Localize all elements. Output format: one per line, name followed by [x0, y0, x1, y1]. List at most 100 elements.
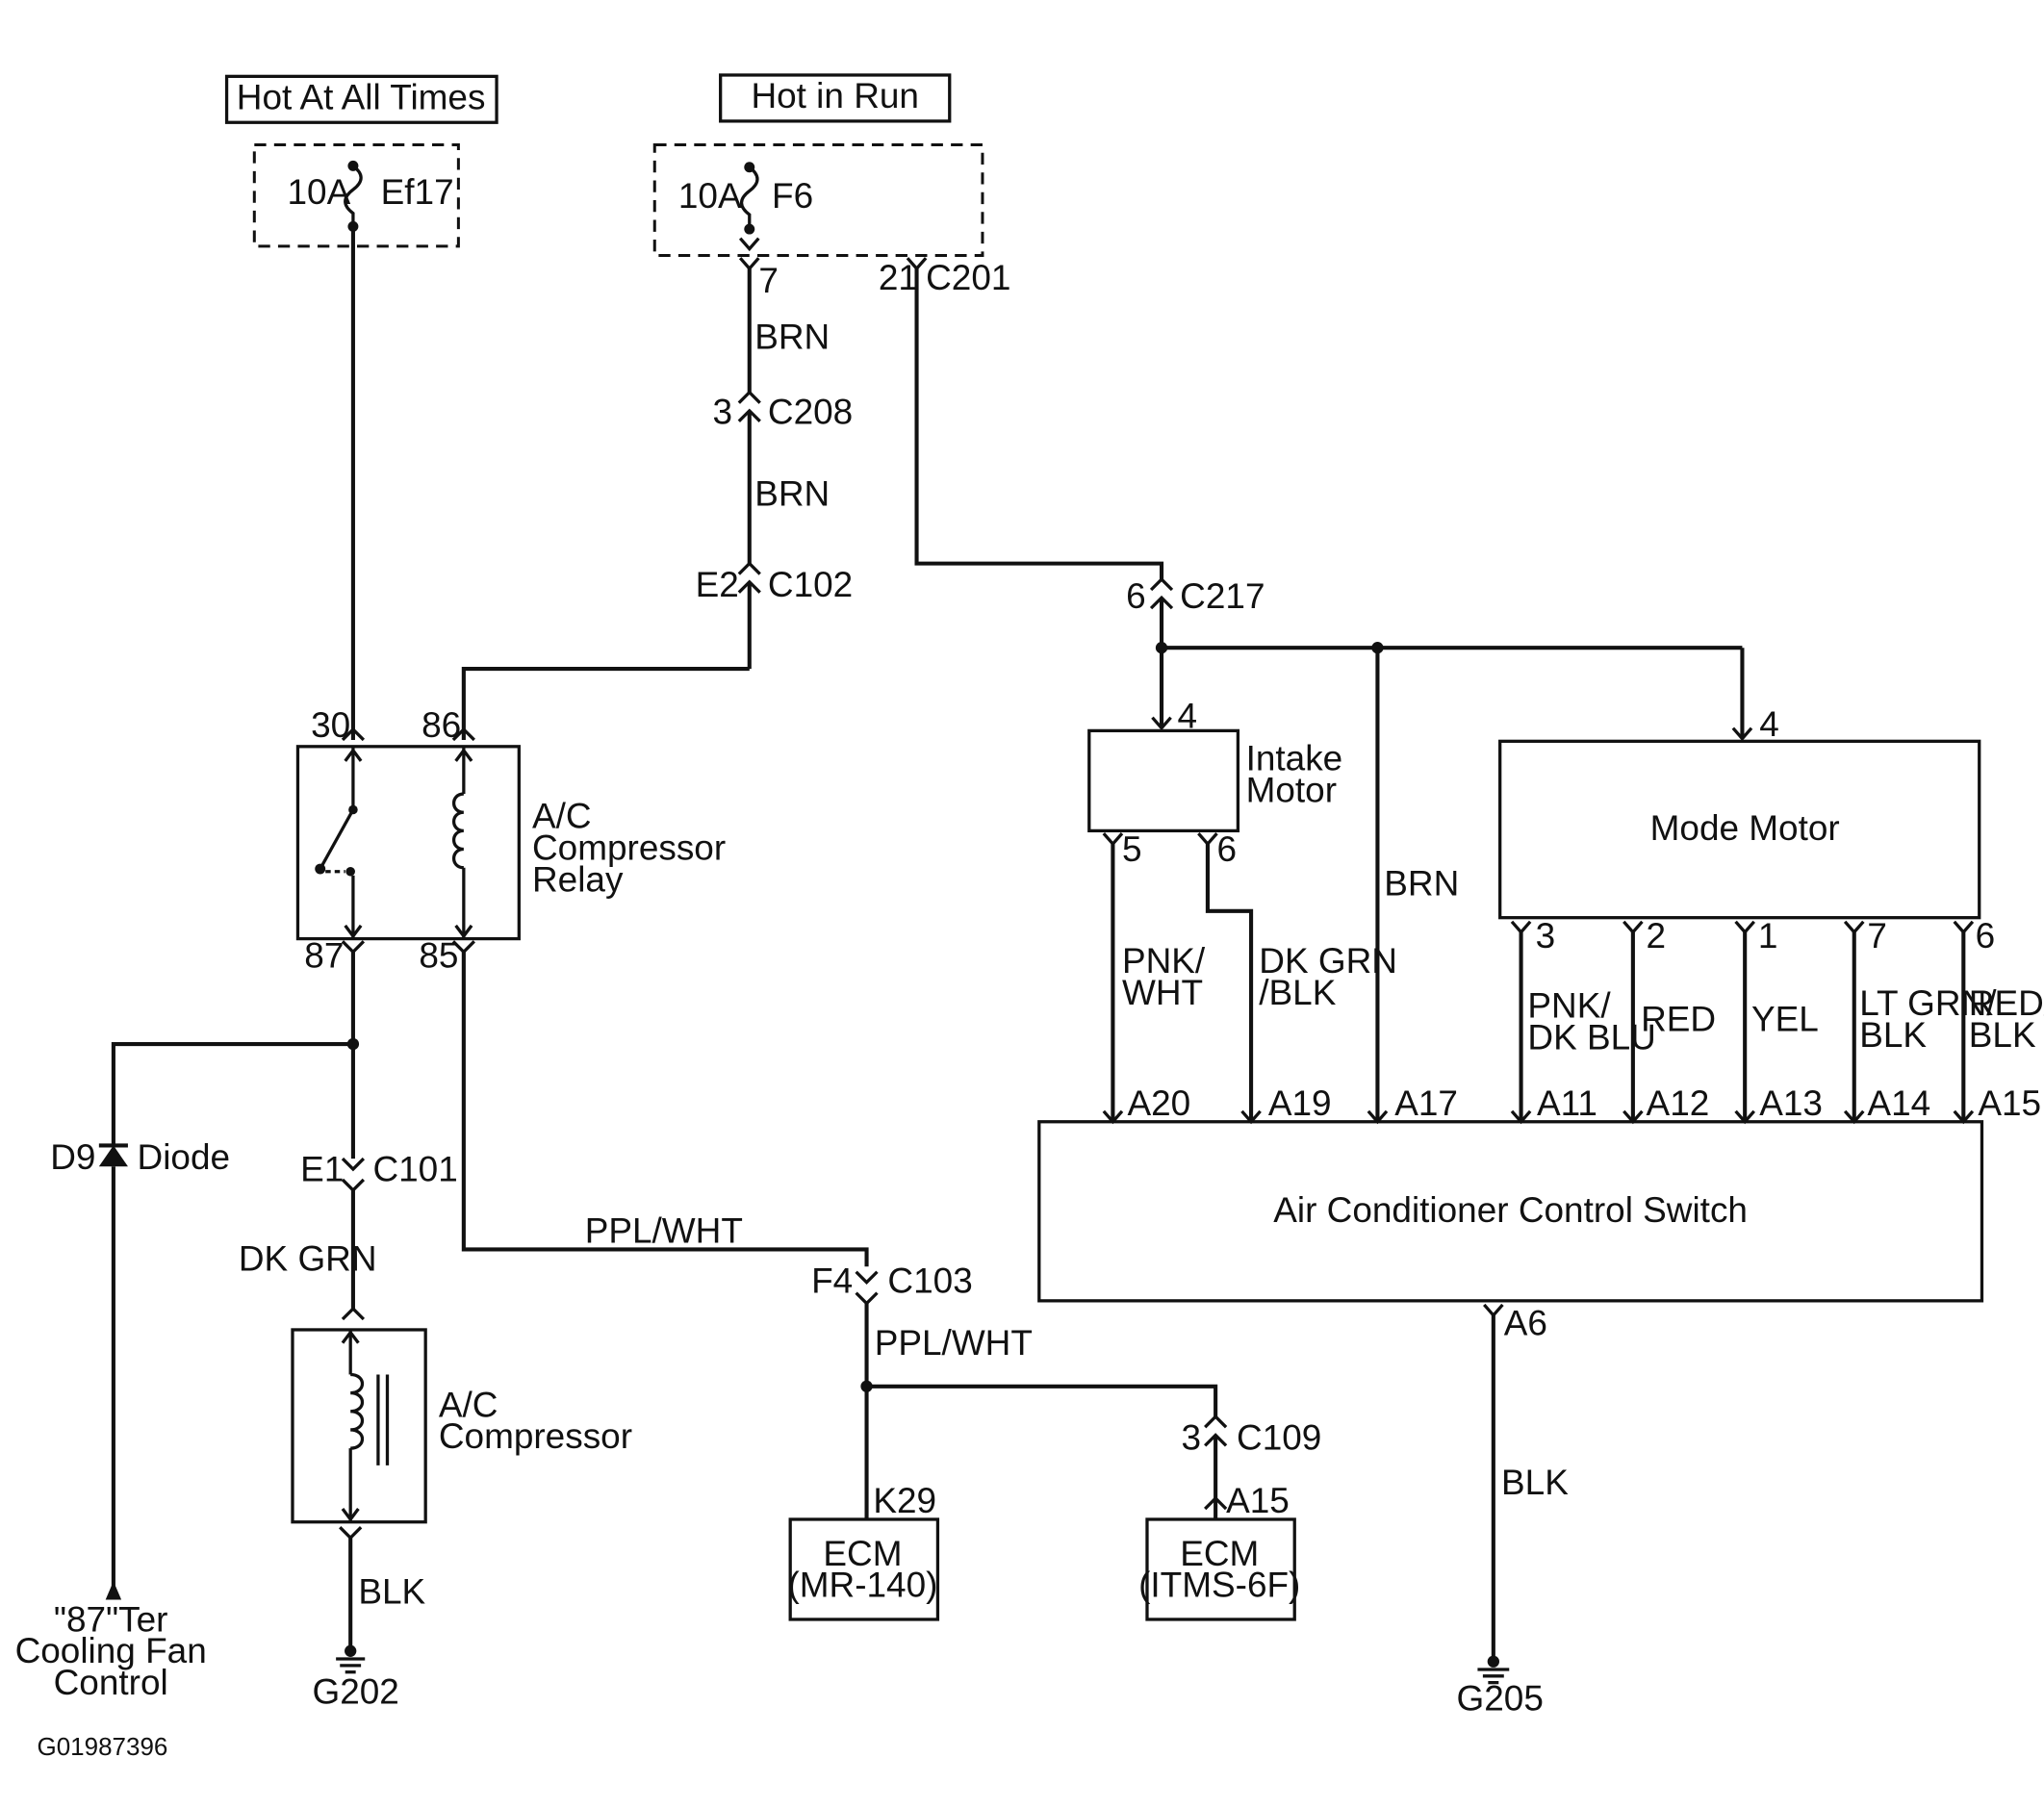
svg-text:3: 3 [712, 393, 732, 432]
svg-text:Diode: Diode [138, 1137, 231, 1177]
svg-text:21: 21 [879, 258, 918, 297]
svg-text:G205: G205 [1457, 1678, 1544, 1718]
svg-text:A/C: A/C [439, 1385, 498, 1424]
svg-text:BLK: BLK [358, 1572, 425, 1612]
svg-text:LT GRN/: LT GRN/ [1859, 983, 1997, 1023]
svg-text:G202: G202 [313, 1672, 399, 1712]
svg-text:Intake: Intake [1246, 738, 1343, 777]
svg-text:Relay: Relay [532, 859, 624, 899]
svg-text:C208: C208 [768, 393, 853, 432]
svg-text:BRN: BRN [754, 318, 830, 357]
fuse-f6: 10A F6 [652, 143, 984, 257]
svg-text:ECM: ECM [1180, 1534, 1259, 1573]
wire-ppl-wht: PPL/WHT PPL/WHT [461, 952, 1228, 1519]
svg-text:BLK: BLK [1859, 1015, 1927, 1055]
svg-text:85: 85 [419, 936, 458, 976]
svg-text:A11: A11 [1537, 1083, 1597, 1123]
svg-text:A17: A17 [1394, 1083, 1458, 1123]
svg-text:C102: C102 [768, 565, 853, 604]
svg-text:A19: A19 [1268, 1083, 1332, 1123]
svg-text:Mode Motor: Mode Motor [1650, 808, 1840, 848]
svg-text:6: 6 [1126, 576, 1146, 616]
svg-text:(MR-140): (MR-140) [787, 1566, 937, 1605]
svg-text:Hot At All Times: Hot At All Times [237, 78, 486, 117]
svg-text:6: 6 [1217, 829, 1238, 869]
svg-text:E2: E2 [696, 565, 739, 604]
svg-text:C201: C201 [926, 258, 1010, 297]
svg-text:7: 7 [1867, 916, 1887, 955]
svg-text:E1: E1 [300, 1149, 344, 1188]
ground-g202: BLK G202 [313, 1538, 426, 1712]
svg-text:Ef17: Ef17 [381, 172, 454, 212]
connector-c102: E2 C102 [696, 561, 853, 604]
wire-bus-c217: BRN [1151, 642, 1753, 1125]
svg-text:A15: A15 [1978, 1083, 2041, 1123]
svg-text:Compressor: Compressor [439, 1416, 632, 1456]
svg-text:4: 4 [1177, 697, 1197, 736]
svg-text:F6: F6 [772, 176, 813, 216]
connector-c217: 6 C217 [1126, 576, 1265, 616]
ac-compressor-relay: 30 86 A/C Compressor Relay 87 85 [295, 705, 726, 976]
svg-text:(ITMS-6F): (ITMS-6F) [1138, 1566, 1300, 1605]
wires-mode-motor: PNK/ DK BLU RED YEL LT GRN/ BLK RED/ BLK [1510, 931, 2044, 1125]
wire-pnk-wht: PNK/ WHT [1102, 844, 1206, 1125]
svg-text:/BLK: /BLK [1259, 973, 1336, 1012]
svg-text:3: 3 [1182, 1417, 1202, 1457]
svg-text:4: 4 [1759, 704, 1779, 744]
svg-text:C103: C103 [887, 1261, 972, 1301]
svg-text:BLK: BLK [1969, 1015, 2036, 1055]
svg-text:WHT: WHT [1122, 973, 1203, 1012]
connector-c101: E1 C101 [300, 1149, 458, 1193]
svg-text:"87"Ter: "87"Ter [54, 1599, 168, 1639]
connector-c208: 3 C208 [712, 390, 853, 432]
svg-text:K29: K29 [873, 1481, 936, 1520]
mode-motor: 4 Mode Motor 3 2 1 7 6 [1498, 704, 1996, 955]
connector-c103: F4 C103 [811, 1261, 973, 1306]
svg-text:A6: A6 [1504, 1303, 1547, 1342]
svg-text:F4: F4 [811, 1261, 853, 1301]
svg-text:PPL/WHT: PPL/WHT [585, 1211, 743, 1251]
ecm-itms-6f: A15 ECM (ITMS-6F) [1138, 1481, 1300, 1621]
svg-text:7: 7 [758, 261, 779, 300]
svg-text:Motor: Motor [1246, 770, 1337, 809]
svg-text:1: 1 [1758, 916, 1778, 955]
svg-text:Air Conditioner Control Switch: Air Conditioner Control Switch [1273, 1190, 1748, 1230]
connector-c201: 7 21 C201 [738, 257, 1010, 300]
svg-text:6: 6 [1976, 916, 1996, 955]
svg-text:C109: C109 [1237, 1417, 1321, 1457]
hot-at-all-times-label: Hot At All Times [224, 74, 498, 124]
ac-compressor: A/C Compressor [291, 1306, 632, 1541]
wire-dk-grn-blk: DK GRN /BLK [1205, 844, 1397, 1125]
svg-text:A15: A15 [1226, 1481, 1290, 1520]
svg-text:87: 87 [304, 936, 344, 976]
svg-text:A12: A12 [1647, 1083, 1710, 1123]
svg-text:PNK/: PNK/ [1527, 986, 1611, 1026]
svg-text:DK BLU: DK BLU [1527, 1018, 1655, 1057]
wire-brn-f6-relay: BRN BRN [461, 268, 830, 740]
svg-text:DK GRN: DK GRN [239, 1238, 377, 1278]
svg-text:30: 30 [311, 705, 350, 745]
svg-text:BLK: BLK [1501, 1463, 1569, 1502]
svg-text:10A: 10A [678, 176, 742, 216]
svg-text:DK GRN: DK GRN [1259, 941, 1397, 981]
ac-control-switch: A20 A19 A17 A11 A12 A13 A14 A15 Air Cond… [1037, 1083, 2041, 1342]
svg-text:YEL: YEL [1751, 999, 1819, 1038]
svg-text:BRN: BRN [754, 473, 830, 513]
svg-text:A/C: A/C [532, 797, 592, 836]
ecm-mr-140: K29 ECM (MR-140) [787, 1481, 940, 1621]
wire-relay87-to-compressor: DK GRN [239, 952, 377, 1310]
svg-text:ECM: ECM [823, 1534, 902, 1573]
svg-text:10A: 10A [288, 172, 351, 212]
ground-g205: BLK G205 [1457, 1314, 1569, 1718]
intake-motor: 4 Intake Motor 5 6 [1087, 697, 1343, 869]
svg-text:5: 5 [1122, 829, 1142, 869]
svg-text:Hot in Run: Hot in Run [751, 76, 919, 115]
svg-text:RED: RED [1641, 999, 1716, 1038]
hot-in-run-label: Hot in Run [719, 73, 952, 123]
svg-text:A14: A14 [1867, 1083, 1930, 1123]
svg-text:Cooling Fan: Cooling Fan [15, 1631, 207, 1670]
svg-text:C217: C217 [1180, 576, 1265, 616]
svg-text:A13: A13 [1759, 1083, 1823, 1123]
svg-text:86: 86 [422, 705, 461, 745]
